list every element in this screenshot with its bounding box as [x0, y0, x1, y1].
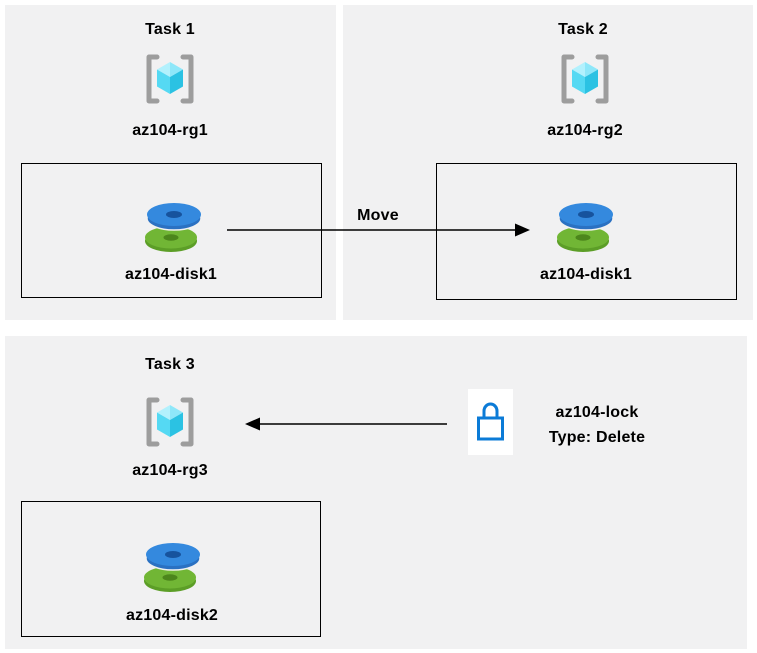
task3-panel [5, 336, 747, 649]
disk-icon [145, 200, 202, 255]
move-arrow-label: Move [357, 207, 399, 224]
disk-icon [144, 540, 201, 595]
task3-disk-label: az104-disk2 [125, 607, 219, 624]
task3-resource-box [21, 501, 321, 637]
task1-rg-label: az104-rg1 [132, 122, 208, 139]
task3-title: Task 3 [145, 356, 195, 373]
lock-annotation: az104-lock Type: Delete [549, 400, 645, 450]
resource-group-icon [556, 52, 614, 106]
task1-title: Task 1 [145, 21, 195, 38]
resource-group-icon [141, 52, 199, 106]
lock-name: az104-lock [555, 404, 639, 421]
lock-icon [468, 389, 513, 455]
task2-disk-label: az104-disk1 [539, 266, 633, 283]
disk-icon [557, 200, 614, 255]
task3-rg-label: az104-rg3 [132, 462, 208, 479]
task2-panel [343, 5, 753, 320]
task2-rg-label: az104-rg2 [547, 122, 623, 139]
resource-group-icon [141, 395, 199, 449]
task2-title: Task 2 [558, 21, 608, 38]
lock-type: Type: Delete [548, 429, 646, 446]
task2-resource-box [436, 163, 737, 300]
task1-panel [5, 5, 336, 320]
lock-card [468, 389, 513, 455]
task1-disk-label: az104-disk1 [124, 266, 218, 283]
